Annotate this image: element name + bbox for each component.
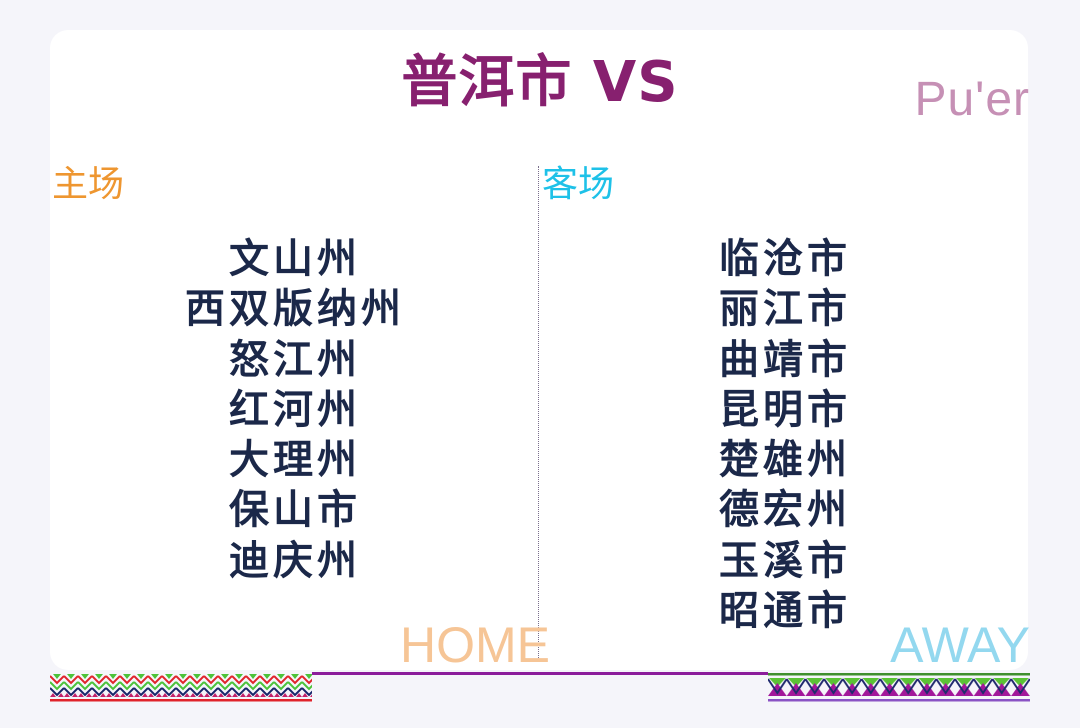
away-team-item: 昆明市 <box>719 386 851 433</box>
home-team-item: 文山州 <box>229 236 361 282</box>
bottom-rule <box>312 672 768 675</box>
away-team-item: 昭通市 <box>719 588 851 635</box>
home-team-item: 大理州 <box>229 437 361 484</box>
away-team-item: 德宏州 <box>719 487 851 534</box>
home-watermark: HOME <box>400 617 550 673</box>
home-team-list: 文山州 西双版纳州 怒江州 红河州 大理州 保山市 迪庆州 <box>150 234 440 586</box>
city-english-name: Pu'er <box>914 73 1030 126</box>
away-team-list: 临沧市 丽江市 曲靖市 昆明市 楚雄州 德宏州 玉溪市 昭通市 <box>640 234 930 636</box>
away-team-item: 楚雄州 <box>719 437 851 484</box>
away-team-item: 丽江市 <box>719 286 851 333</box>
away-team-item: 临沧市 <box>719 236 851 282</box>
home-team-item: 迪庆州 <box>229 537 361 584</box>
away-label: 客场 <box>542 164 615 205</box>
home-team-item: 西双版纳州 <box>185 286 405 333</box>
home-team-item: 怒江州 <box>229 336 361 383</box>
away-team-item: 玉溪市 <box>719 537 851 584</box>
home-team-item: 红河州 <box>229 386 361 433</box>
matchup-card <box>50 30 1028 670</box>
page-title: 普洱市 VS <box>401 50 679 115</box>
away-watermark: AWAY <box>890 617 1030 673</box>
home-team-item: 保山市 <box>229 487 361 534</box>
column-divider <box>538 166 539 662</box>
triangle-pattern-icon <box>768 673 1030 703</box>
away-team-item: 曲靖市 <box>719 336 851 383</box>
home-label: 主场 <box>52 164 125 205</box>
zigzag-pattern-icon <box>50 674 312 704</box>
